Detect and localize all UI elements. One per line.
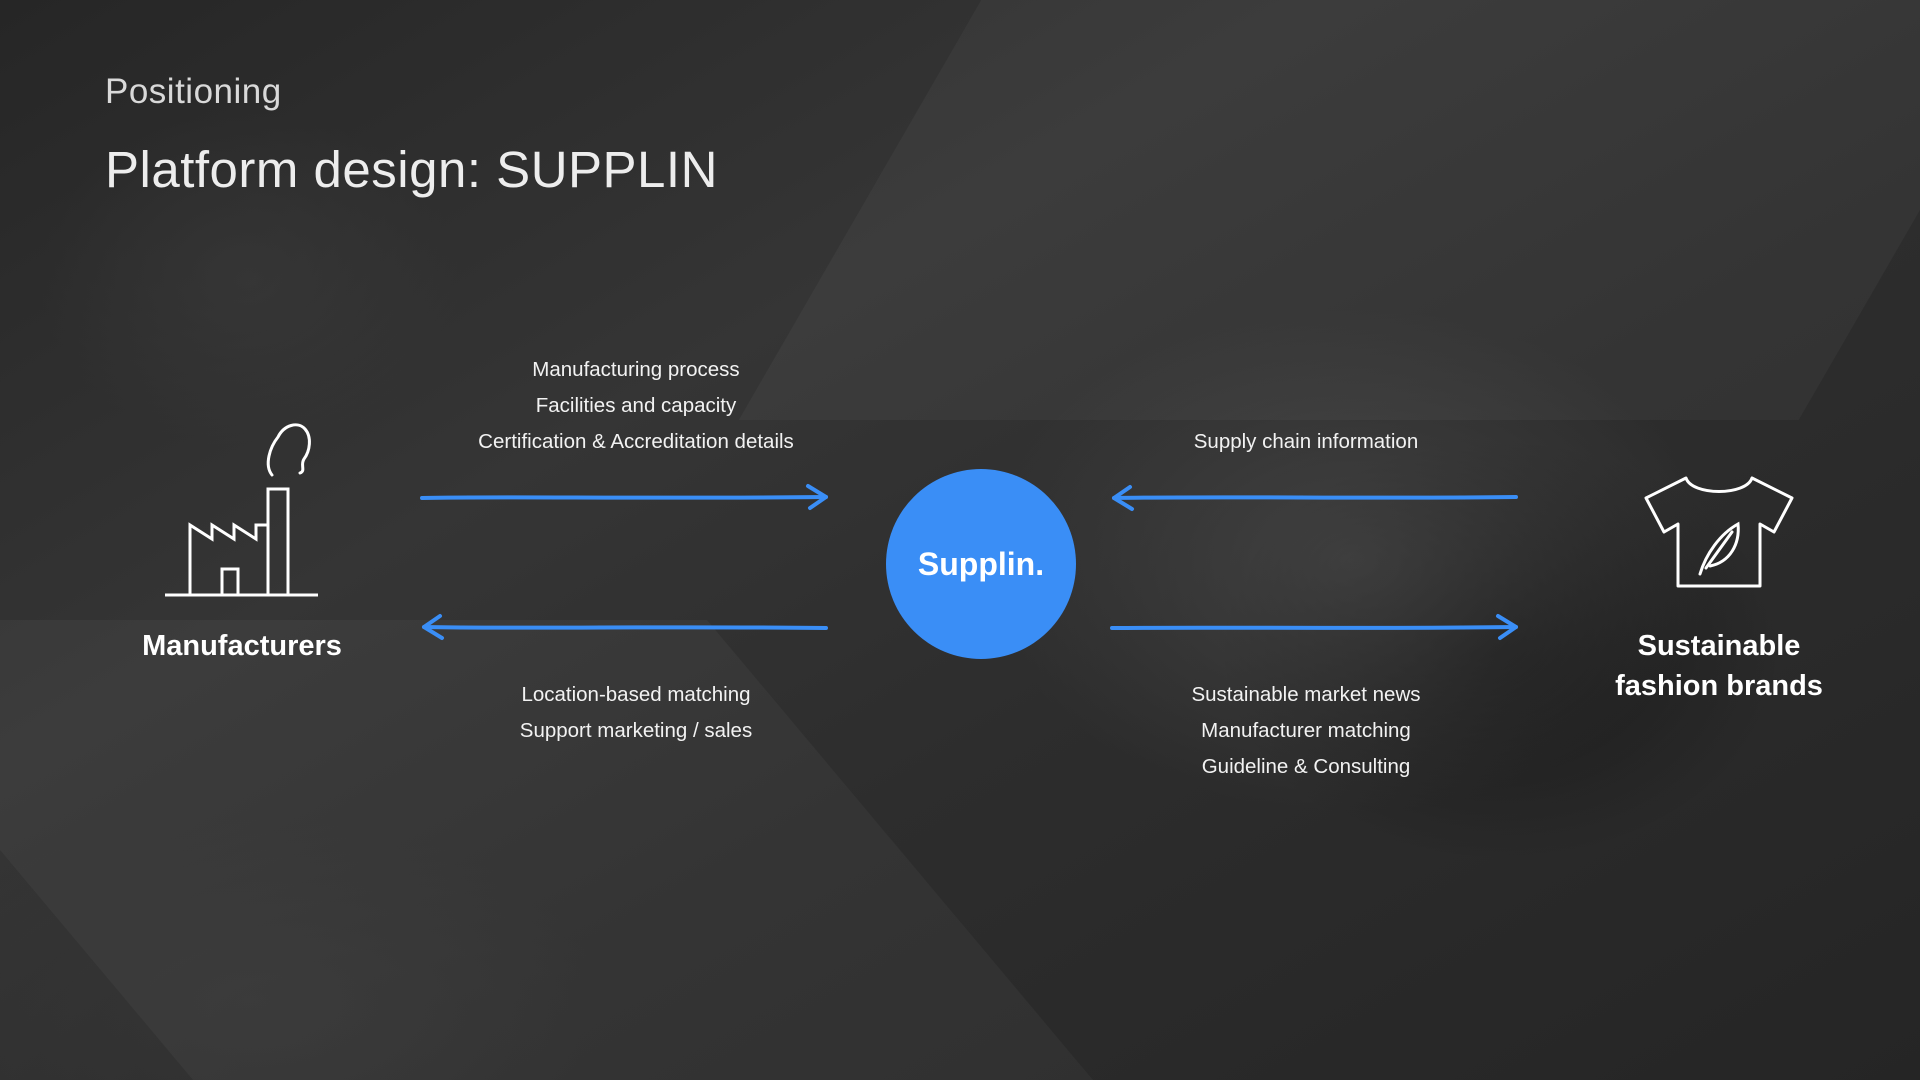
arrow-manufacturers-to-hub xyxy=(420,484,828,510)
background-shape xyxy=(739,0,1920,420)
arrow-brands-to-hub xyxy=(1112,485,1518,511)
manufacturers-to-hub-text: Manufacturing process Facilities and cap… xyxy=(420,352,852,460)
manufacturers-text: Manufacturers xyxy=(142,630,342,662)
section-label: Positioning xyxy=(105,72,282,111)
flow-item: Facilities and capacity xyxy=(535,394,737,417)
tshirt-leaf-icon xyxy=(1644,476,1794,588)
hub-label: Supplin. xyxy=(917,545,1045,582)
flow-item: Support marketing / sales xyxy=(519,719,753,742)
brands-label: Sustainable fashion brands xyxy=(1580,626,1858,706)
arrow-hub-to-brands xyxy=(1110,614,1518,640)
flow-item: Certification & Accreditation details xyxy=(478,430,794,453)
flow-item: Sustainable market news xyxy=(1191,683,1421,706)
flow-item: Location-based matching xyxy=(521,683,751,706)
supplin-hub-circle: Supplin. xyxy=(886,469,1076,659)
flow-item: Manufacturer matching xyxy=(1201,719,1411,742)
hub-to-manufacturers-text: Location-based matching Support marketin… xyxy=(420,677,852,749)
flow-item: Guideline & Consulting xyxy=(1201,755,1411,778)
brands-label-line1: Sustainable xyxy=(1637,630,1801,662)
flow-item: Supply chain information xyxy=(1193,430,1419,453)
brands-label-line2: fashion brands xyxy=(1615,670,1823,702)
page-title: Platform design: SUPPLIN xyxy=(105,141,718,198)
arrow-hub-to-manufacturers xyxy=(422,614,828,640)
manufacturers-label: Manufacturers xyxy=(112,626,372,666)
factory-icon xyxy=(165,423,318,597)
flow-item: Manufacturing process xyxy=(532,358,740,381)
hub-to-brands-text: Sustainable market news Manufacturer mat… xyxy=(1100,677,1512,785)
brands-to-hub-text: Supply chain information xyxy=(1100,424,1512,460)
